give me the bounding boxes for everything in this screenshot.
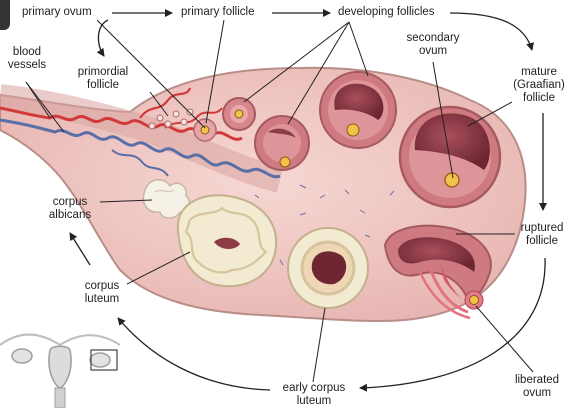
- leader-early-corpus-luteum: [312, 307, 326, 383]
- label-corpus-luteum: corpus luteum: [72, 280, 132, 306]
- leader-primordial: [149, 91, 169, 117]
- leader-secondary-ovum: [432, 61, 454, 179]
- vein-branch: [111, 149, 169, 177]
- leader-developing-2: [287, 21, 350, 125]
- label-ruptured-line1: ruptured: [520, 222, 564, 234]
- leader-developing-1: [243, 21, 350, 103]
- hilum-band: [0, 84, 284, 193]
- artery-branch-2: [164, 107, 223, 129]
- stroma-speckles: [254, 184, 395, 266]
- early-corpus-luteum: [287, 227, 369, 309]
- label-liberated-ovum: liberated ovum: [504, 374, 570, 400]
- label-corpus-albicans: corpus albicans: [40, 196, 100, 222]
- developing-follicle-1: [222, 97, 256, 131]
- label-mature-follicle: mature (Graafian) follicle: [504, 66, 574, 105]
- arrow-developing-to-mature: [449, 12, 534, 51]
- label-primordial-follicle: primordial follicle: [68, 66, 138, 92]
- arrow-early-to-luteum: [117, 317, 271, 391]
- label-corpus-luteum-line2: luteum: [84, 293, 120, 305]
- label-blood-vessels-line1: blood: [12, 46, 42, 58]
- corpus-luteum: [176, 194, 278, 288]
- vein-vessel: [0, 118, 281, 179]
- ruptured-follicle: [383, 224, 492, 320]
- developing-follicle-3: [319, 71, 397, 149]
- label-early-corpus-luteum-line2: luteum: [296, 395, 332, 407]
- label-primary-follicle: primary follicle: [181, 6, 255, 18]
- liberated-ovum: [464, 290, 484, 310]
- arrow-ruptured-to-early: [359, 257, 546, 392]
- developing-follicle-2: [254, 115, 310, 171]
- label-liberated-line2: ovum: [522, 387, 552, 399]
- label-early-corpus-luteum: early corpus luteum: [266, 382, 362, 408]
- label-secondary-ovum-line1: secondary: [406, 32, 460, 44]
- artery-branch: [139, 87, 192, 119]
- mature-follicle: [398, 105, 502, 209]
- label-corpus-albicans-line2: albicans: [48, 209, 92, 221]
- leader-lines: [25, 19, 534, 383]
- label-liberated-line1: liberated: [514, 374, 560, 386]
- label-corpus-albicans-line1: corpus: [52, 196, 88, 208]
- leader-corpus-luteum: [126, 251, 191, 285]
- leader-primary-follicle: [205, 19, 225, 124]
- arrow-luteum-to-albicans: [69, 232, 91, 266]
- label-corpus-luteum-line1: corpus: [84, 280, 120, 292]
- label-blood-vessels-line2: vessels: [7, 59, 47, 71]
- primary-follicle: [193, 118, 217, 142]
- label-ruptured-line2: follicle: [526, 235, 558, 247]
- leader-corpus-albicans: [99, 199, 153, 203]
- cycle-arrows: [69, 9, 547, 392]
- primordial-follicles: [148, 108, 194, 130]
- figure-corner-tab: [0, 0, 10, 30]
- label-mature-line2: (Graafian): [513, 79, 565, 91]
- leader-liberated-ovum: [475, 305, 534, 373]
- primary-ovum: [200, 125, 210, 135]
- leader-mature: [467, 101, 513, 127]
- label-primordial-line2: follicle: [87, 79, 119, 91]
- label-secondary-ovum: secondary ovum: [398, 32, 468, 58]
- leader-developing-3: [348, 21, 369, 77]
- label-blood-vessels: blood vessels: [2, 46, 52, 72]
- label-primordial-line1: primordial: [77, 66, 129, 78]
- label-secondary-ovum-line2: ovum: [418, 45, 448, 57]
- label-ruptured-follicle: ruptured follicle: [510, 222, 574, 248]
- leader-blood-vessels-2: [25, 81, 65, 133]
- label-early-corpus-luteum-line1: early corpus: [282, 382, 346, 394]
- reproductive-system-inset: [0, 333, 121, 408]
- label-primary-ovum: primary ovum: [22, 6, 92, 18]
- label-mature-line1: mature: [521, 66, 557, 78]
- inset-highlight-box: [90, 349, 118, 371]
- label-developing-follicles: developing follicles: [338, 6, 435, 18]
- leader-primary-ovum: [96, 19, 206, 129]
- arrow-to-primordial: [96, 19, 109, 57]
- label-mature-line3: follicle: [523, 92, 555, 104]
